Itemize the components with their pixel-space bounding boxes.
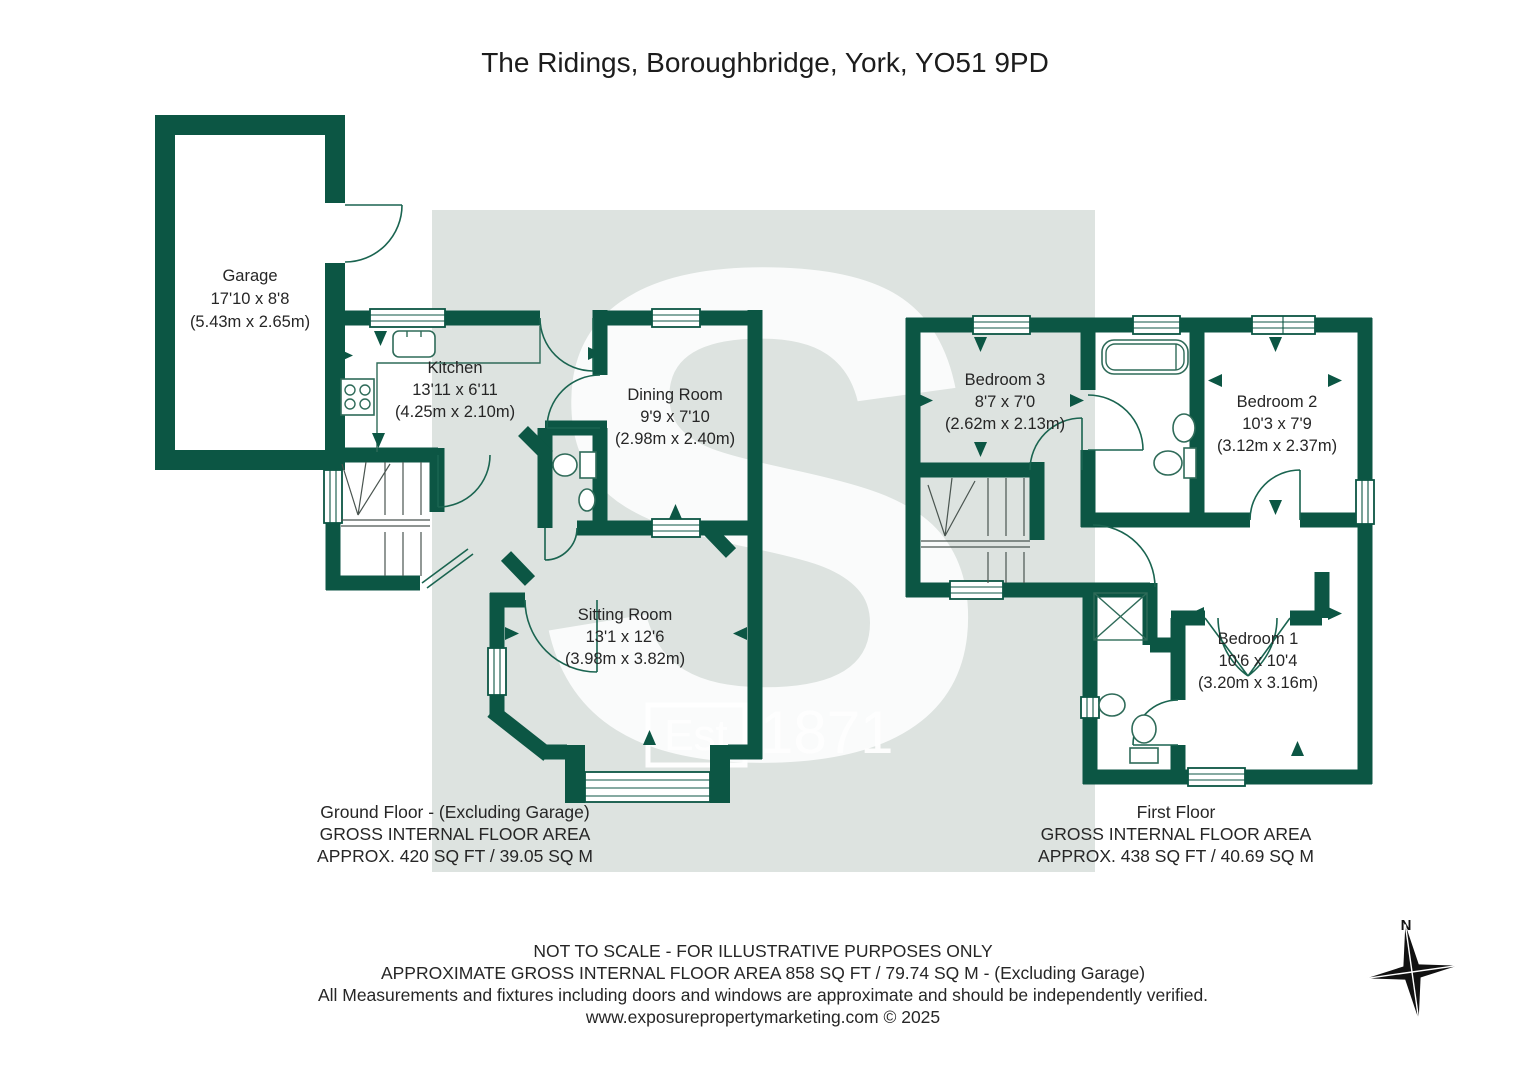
svg-text:Dining Room: Dining Room xyxy=(627,386,722,404)
wall-stubs xyxy=(500,426,737,586)
ground-floor-arrows xyxy=(339,331,747,745)
hob-icon xyxy=(340,378,375,416)
ensuite-window xyxy=(1080,696,1100,719)
room-label-garage: Garage 17'10 x 8'8 (5.43m x 2.65m) xyxy=(190,267,310,331)
ground-floor-caption: Ground Floor - (Excluding Garage) GROSS … xyxy=(317,802,593,866)
svg-text:NOT TO SCALE - FOR ILLUSTRATIV: NOT TO SCALE - FOR ILLUSTRATIVE PURPOSES… xyxy=(533,941,993,961)
svg-text:(3.12m x 2.37m): (3.12m x 2.37m) xyxy=(1217,437,1337,455)
bay-window xyxy=(565,745,730,803)
entrance-door xyxy=(421,548,474,589)
garage-walls xyxy=(155,115,345,470)
bedroom2-window-top xyxy=(1251,315,1316,335)
svg-text:GROSS INTERNAL FLOOR AREA: GROSS INTERNAL FLOOR AREA xyxy=(320,824,591,844)
bathroom-sink-icon xyxy=(1172,413,1196,443)
svg-text:APPROXIMATE GROSS INTERNAL FLO: APPROXIMATE GROSS INTERNAL FLOOR AREA 85… xyxy=(381,963,1145,983)
svg-text:GROSS INTERNAL FLOOR AREA: GROSS INTERNAL FLOOR AREA xyxy=(1041,824,1312,844)
svg-text:10'3 x 7'9: 10'3 x 7'9 xyxy=(1242,415,1312,433)
garage-door-opening xyxy=(324,203,346,263)
svg-text:13'11 x 6'11: 13'11 x 6'11 xyxy=(412,381,498,399)
svg-text:17'10 x 8'8: 17'10 x 8'8 xyxy=(211,290,290,308)
first-floor-caption: First Floor GROSS INTERNAL FLOOR AREA AP… xyxy=(1038,802,1314,866)
watermark-year: 1871 xyxy=(760,699,893,766)
svg-text:(4.25m x 2.10m): (4.25m x 2.10m) xyxy=(395,403,515,421)
svg-text:All Measurements and fixtures: All Measurements and fixtures including … xyxy=(318,985,1208,1005)
landing-window xyxy=(949,580,1004,600)
bathroom-window xyxy=(1132,315,1181,335)
svg-text:(5.43m x 2.65m): (5.43m x 2.65m) xyxy=(190,313,310,331)
svg-text:First Floor: First Floor xyxy=(1137,802,1216,822)
garage-door-arc xyxy=(344,204,403,263)
kitchen-counter xyxy=(376,326,541,452)
ground-floor-stairs xyxy=(341,461,430,576)
ensuite-toilet-icon xyxy=(1129,714,1159,764)
svg-text:8'7 x 7'0: 8'7 x 7'0 xyxy=(975,393,1035,411)
wc-toilet-icon xyxy=(552,451,597,479)
svg-text:(3.98m x 3.82m): (3.98m x 3.82m) xyxy=(565,650,685,668)
svg-text:APPROX. 438 SQ FT / 40.69 SQ M: APPROX. 438 SQ FT / 40.69 SQ M xyxy=(1038,846,1314,866)
dining-window-bottom xyxy=(651,518,701,538)
ground-floor-door-arcs xyxy=(437,317,601,673)
svg-text:Garage: Garage xyxy=(222,267,277,285)
svg-text:Bedroom 3: Bedroom 3 xyxy=(965,371,1046,389)
svg-text:Sitting Room: Sitting Room xyxy=(578,606,672,624)
room-label-kitchen: Kitchen 13'11 x 6'11 (4.25m x 2.10m) xyxy=(395,359,515,421)
first-floor-arrows xyxy=(919,337,1342,756)
room-label-bedroom2: Bedroom 2 10'3 x 7'9 (3.12m x 2.37m) xyxy=(1217,393,1337,455)
svg-text:Bedroom 2: Bedroom 2 xyxy=(1237,393,1318,411)
disclaimer-footer: NOT TO SCALE - FOR ILLUSTRATIVE PURPOSES… xyxy=(318,941,1208,1027)
bedroom3-window xyxy=(972,315,1031,335)
svg-text:(2.62m x 2.13m): (2.62m x 2.13m) xyxy=(945,415,1065,433)
room-label-sitting: Sitting Room 13'1 x 12'6 (3.98m x 3.82m) xyxy=(565,606,685,668)
bedroom1-window xyxy=(1187,767,1246,787)
kitchen-window xyxy=(369,308,446,328)
sitting-window-left xyxy=(487,647,507,696)
compass-rose-icon: N xyxy=(1366,917,1458,1020)
first-floor-door-arcs xyxy=(1029,394,1301,746)
svg-text:APPROX. 420 SQ FT / 39.05 SQ M: APPROX. 420 SQ FT / 39.05 SQ M xyxy=(317,846,593,866)
shower-icon xyxy=(1093,592,1148,641)
svg-text:9'9 x 7'10: 9'9 x 7'10 xyxy=(640,408,710,426)
first-floor-stairs xyxy=(921,477,1030,583)
svg-text:13'1 x 12'6: 13'1 x 12'6 xyxy=(586,628,665,646)
room-label-bedroom1: Bedroom 1 10'6 x 10'4 (3.20m x 3.16m) xyxy=(1198,630,1318,692)
ensuite-sink-icon xyxy=(1098,693,1126,717)
first-floor-plan: Bedroom 3 8'7 x 7'0 (2.62m x 2.13m) Bedr… xyxy=(905,315,1375,787)
bath-icon xyxy=(1101,339,1189,375)
svg-text:www.exposurepropertymarketing.: www.exposurepropertymarketing.com © 2025 xyxy=(585,1007,940,1027)
svg-text:Kitchen: Kitchen xyxy=(427,359,482,377)
kitchen-sink-icon xyxy=(392,330,436,358)
page-title: The Ridings, Boroughbridge, York, YO51 9… xyxy=(481,47,1049,78)
stairs-window xyxy=(323,469,343,524)
bedroom2-window-right xyxy=(1355,479,1375,525)
room-label-bedroom3: Bedroom 3 8'7 x 7'0 (2.62m x 2.13m) xyxy=(945,371,1065,433)
svg-text:(3.20m x 3.16m): (3.20m x 3.16m) xyxy=(1198,674,1318,692)
svg-text:10'6 x 10'4: 10'6 x 10'4 xyxy=(1219,652,1298,670)
svg-text:Bedroom 1: Bedroom 1 xyxy=(1218,630,1299,648)
bathroom-toilet-icon xyxy=(1153,447,1197,479)
wc-sink-icon xyxy=(578,488,596,512)
svg-text:(2.98m x 2.40m): (2.98m x 2.40m) xyxy=(615,430,735,448)
svg-text:Ground Floor - (Excluding Gara: Ground Floor - (Excluding Garage) xyxy=(320,802,589,822)
dining-window-top xyxy=(651,308,701,328)
ground-floor-plan: Garage 17'10 x 8'8 (5.43m x 2.65m) Kitch… xyxy=(155,115,763,803)
room-label-dining: Dining Room 9'9 x 7'10 (2.98m x 2.40m) xyxy=(615,386,735,448)
